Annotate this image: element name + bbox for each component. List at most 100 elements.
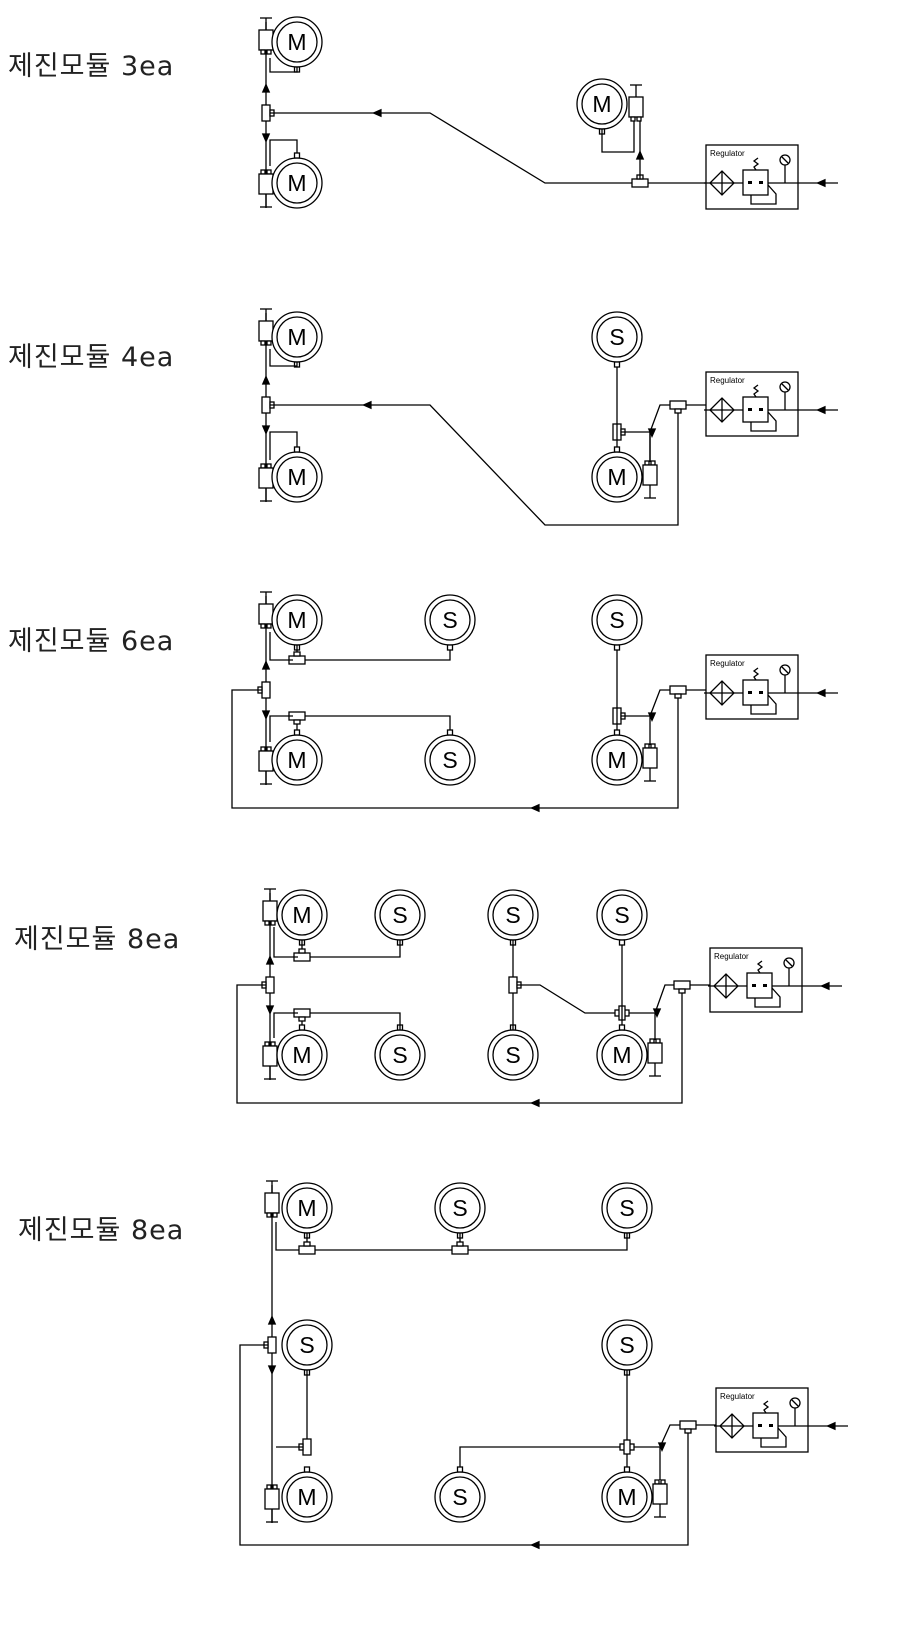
motor-unit: M bbox=[601, 1466, 653, 1523]
valve-dot bbox=[752, 984, 756, 987]
motor-letter: M bbox=[287, 607, 306, 633]
port bbox=[293, 729, 301, 736]
sensor-unit: S bbox=[424, 729, 476, 786]
flow-arrow-icon bbox=[261, 710, 271, 720]
valve-port bbox=[260, 623, 266, 629]
inner-ring bbox=[276, 599, 318, 641]
sensor-letter: S bbox=[392, 1042, 407, 1068]
pipe bbox=[301, 1012, 401, 1030]
valve-dot bbox=[748, 181, 752, 184]
regulator: Regulator bbox=[704, 371, 799, 437]
inner-ring bbox=[286, 1324, 328, 1366]
valve-icon bbox=[752, 1412, 779, 1439]
valve-body bbox=[258, 603, 274, 625]
motor-letter: M bbox=[612, 1042, 631, 1068]
inner-ring bbox=[276, 162, 318, 204]
port bbox=[618, 939, 626, 946]
port bbox=[293, 446, 301, 453]
tee-body bbox=[298, 1245, 316, 1255]
spring-icon bbox=[752, 667, 760, 681]
inner-ring bbox=[379, 1034, 421, 1076]
valve-body bbox=[652, 1483, 668, 1505]
valve-port bbox=[272, 1212, 278, 1218]
sensor-unit: S bbox=[424, 594, 476, 651]
sensor-unit: S bbox=[601, 1319, 653, 1376]
tee-body bbox=[451, 1245, 469, 1255]
gauge-needle bbox=[785, 959, 793, 967]
port bbox=[293, 152, 301, 159]
regulator: Regulator bbox=[708, 947, 803, 1013]
valve-block bbox=[262, 1041, 278, 1080]
valve-body bbox=[264, 1192, 280, 1214]
sensor-letter: S bbox=[299, 1332, 314, 1358]
inner-ring bbox=[281, 1034, 323, 1076]
motor-unit: M bbox=[591, 446, 643, 503]
port bbox=[446, 644, 454, 651]
tee-fitting bbox=[298, 1241, 316, 1255]
valve-body bbox=[262, 900, 278, 922]
regulator-label: Regulator bbox=[710, 376, 745, 385]
port bbox=[613, 446, 621, 453]
tee-fitting bbox=[669, 400, 687, 414]
valve-dot bbox=[759, 691, 763, 694]
inner-ring bbox=[606, 1324, 648, 1366]
motor-unit: M bbox=[591, 729, 643, 786]
tee-branch bbox=[674, 693, 682, 699]
valve-body bbox=[258, 320, 274, 342]
flow-arrow-icon bbox=[372, 108, 382, 118]
port bbox=[303, 1466, 311, 1473]
regulator-label: Regulator bbox=[714, 952, 749, 961]
pipe bbox=[659, 1424, 716, 1448]
port bbox=[446, 729, 454, 736]
motor-unit: M bbox=[271, 594, 323, 651]
motor-unit: M bbox=[271, 729, 323, 786]
motor-unit: M bbox=[276, 1024, 328, 1081]
pipe bbox=[270, 112, 706, 184]
sensor-unit: S bbox=[591, 311, 643, 368]
valve-port bbox=[266, 340, 272, 346]
flow-arrow-icon bbox=[652, 1008, 662, 1018]
tee-branch bbox=[298, 948, 306, 954]
sensor-letter: S bbox=[609, 607, 624, 633]
section-label-4ea: 제진모듈 4ea bbox=[8, 342, 175, 373]
sensor-letter: S bbox=[619, 1332, 634, 1358]
flow-arrow-icon bbox=[261, 660, 271, 670]
pipe bbox=[296, 645, 451, 661]
tee-branch bbox=[678, 988, 686, 994]
flow-arrow-icon bbox=[530, 1098, 540, 1108]
flow-arrow-icon bbox=[530, 1540, 540, 1550]
flow-arrow-icon bbox=[820, 981, 830, 991]
motor-letter: M bbox=[287, 170, 306, 196]
tee-fitting bbox=[679, 1420, 697, 1434]
valve-body bbox=[628, 96, 644, 118]
section-label-3ea: 제진모듈 3ea bbox=[8, 51, 175, 82]
valve-port bbox=[266, 49, 272, 55]
valve-port bbox=[266, 623, 272, 629]
motor-letter: M bbox=[297, 1484, 316, 1510]
inner-ring bbox=[492, 894, 534, 936]
inner-ring bbox=[276, 739, 318, 781]
feedback-line bbox=[750, 184, 777, 205]
sensor-letter: S bbox=[505, 902, 520, 928]
tee-body bbox=[631, 178, 649, 188]
pipe bbox=[269, 431, 298, 460]
inner-ring bbox=[281, 894, 323, 936]
inner-ring bbox=[596, 739, 638, 781]
tee-branch bbox=[303, 1241, 311, 1247]
valve-block bbox=[652, 1479, 668, 1518]
pipe bbox=[296, 715, 451, 735]
tee-branch bbox=[293, 651, 301, 657]
motor-unit: M bbox=[271, 16, 323, 73]
valve-body bbox=[258, 173, 274, 195]
tee-body bbox=[669, 685, 687, 695]
motor-letter: M bbox=[617, 1484, 636, 1510]
sensor-unit: S bbox=[591, 594, 643, 651]
tee-branch bbox=[456, 1241, 464, 1247]
pipe bbox=[236, 984, 683, 1104]
valve-block bbox=[258, 308, 274, 346]
section-label-6ea: 제진모듈 6ea bbox=[8, 626, 175, 657]
port bbox=[613, 361, 621, 368]
flow-arrow-icon bbox=[816, 405, 826, 415]
motor-letter: M bbox=[292, 902, 311, 928]
